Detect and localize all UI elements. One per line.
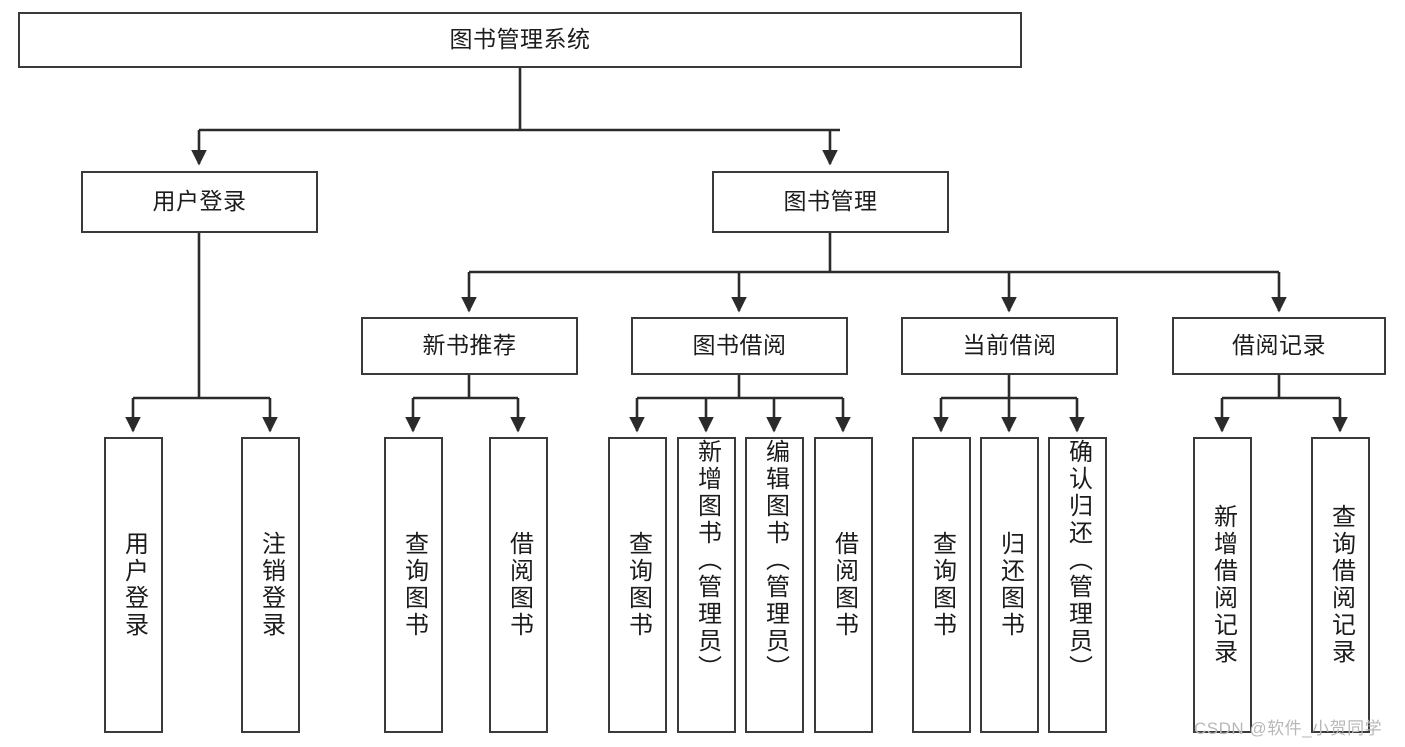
node-label: 新书推荐 (422, 332, 517, 359)
leaf-borrow-book-recommend[interactable]: 借阅图书 (489, 437, 548, 733)
node-label: 新增借阅记录 (1209, 504, 1237, 666)
node-label: 确认归还（管理员） (1064, 439, 1092, 682)
node-label: 借阅记录 (1232, 332, 1326, 359)
node-label: 归还图书 (996, 531, 1024, 639)
node-label: 查询图书 (928, 531, 956, 639)
leaf-user-login[interactable]: 用户登录 (104, 437, 163, 733)
node-book-borrow[interactable]: 图书借阅 (631, 317, 848, 375)
leaf-add-book-admin[interactable]: 新增图书（管理员） (677, 437, 736, 733)
leaf-query-book-recommend[interactable]: 查询图书 (384, 437, 443, 733)
node-label: 注销登录 (257, 531, 285, 639)
node-label: 新增图书（管理员） (693, 439, 721, 682)
leaf-query-book-current[interactable]: 查询图书 (912, 437, 971, 733)
node-label: 编辑图书（管理员） (761, 439, 789, 682)
node-label: 图书借阅 (692, 332, 787, 359)
node-current-borrow[interactable]: 当前借阅 (901, 317, 1118, 375)
leaf-edit-book-admin[interactable]: 编辑图书（管理员） (745, 437, 804, 733)
node-label: 借阅图书 (505, 531, 533, 639)
node-root-system[interactable]: 图书管理系统 (18, 12, 1022, 68)
node-label: 图书管理系统 (449, 26, 591, 53)
leaf-return-book[interactable]: 归还图书 (980, 437, 1039, 733)
leaf-add-borrow-record[interactable]: 新增借阅记录 (1193, 437, 1252, 733)
leaf-query-book-borrow[interactable]: 查询图书 (608, 437, 667, 733)
node-label: 查询图书 (624, 531, 652, 639)
leaf-logout-login[interactable]: 注销登录 (241, 437, 300, 733)
node-user-login[interactable]: 用户登录 (81, 171, 318, 233)
node-borrow-record[interactable]: 借阅记录 (1172, 317, 1386, 375)
node-label: 查询图书 (400, 531, 428, 639)
node-label: 借阅图书 (830, 531, 858, 639)
leaf-query-borrow-record[interactable]: 查询借阅记录 (1311, 437, 1370, 733)
node-book-management[interactable]: 图书管理 (712, 171, 949, 233)
watermark-text: CSDN @软件_小贺同学 (1194, 719, 1383, 738)
leaf-confirm-return-admin[interactable]: 确认归还（管理员） (1048, 437, 1107, 733)
node-label: 用户登录 (152, 188, 247, 215)
node-new-book-recommend[interactable]: 新书推荐 (361, 317, 578, 375)
node-label: 当前借阅 (962, 332, 1057, 359)
node-label: 用户登录 (120, 531, 148, 639)
node-label: 查询借阅记录 (1327, 504, 1355, 666)
node-label: 图书管理 (783, 188, 878, 215)
leaf-borrow-book[interactable]: 借阅图书 (814, 437, 873, 733)
